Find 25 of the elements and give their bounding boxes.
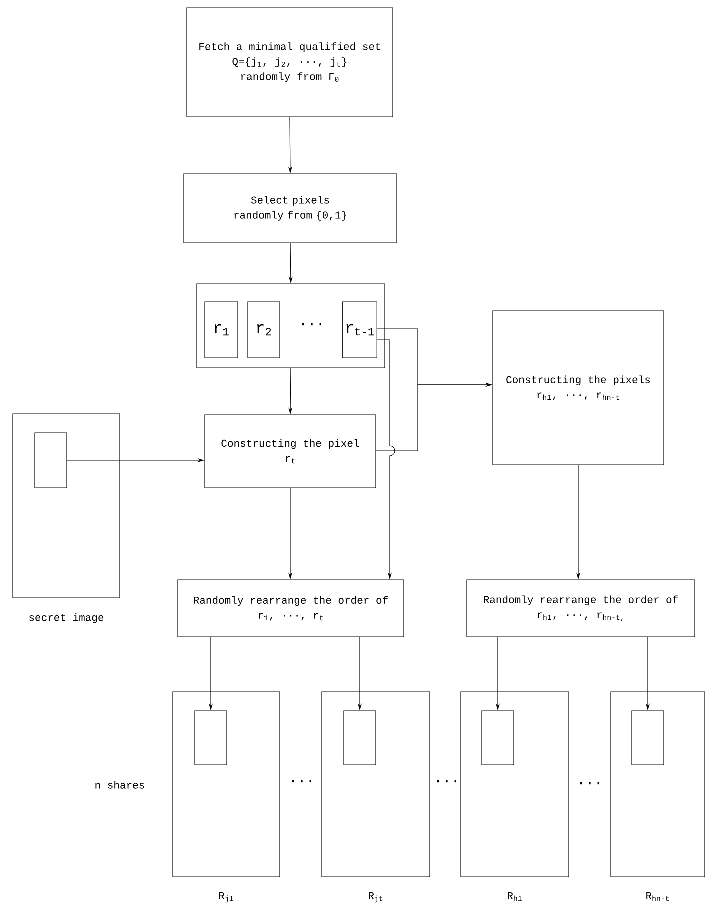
process-box: Fetch a minimal qualified set Q={j$_{1}$, j$_{2}$, ···, j$_{t}$} randomly from Γ$_{0}$ — [186, 8, 394, 118]
process-box: Constructing the pixel r$_{t}$ — [204, 414, 376, 488]
pixel-box — [344, 710, 376, 766]
node-label: R$_{hn-t}$ — [646, 892, 669, 902]
pixel-box — [194, 710, 228, 766]
ellipsis: ··· — [438, 780, 456, 783]
ellipsis: ··· — [302, 323, 322, 326]
pixel-group-box — [196, 284, 386, 368]
node-label: R$_{h1}$ — [508, 892, 522, 902]
node-label: R$_{jt}$ — [369, 892, 383, 903]
process-box: Constructing the pixels r$_{h1}$, ···, r$_{hn-t}$ — [492, 310, 664, 466]
ellipsis: ··· — [292, 780, 312, 783]
node-label: secret image — [30, 614, 104, 624]
pixel-box — [632, 710, 664, 766]
pixel-box: r$_{1}$ — [204, 302, 238, 358]
pixel-box — [482, 710, 514, 766]
pixel-box — [34, 432, 68, 488]
process-box: Randomly rearrange the order of r$_{h1}$, ···, r$_{hn-t,}$ — [466, 580, 696, 638]
process-box: Select pixels randomly from {0,1} — [184, 174, 398, 244]
ellipsis: ··· — [580, 782, 600, 785]
pixel-box: r$_{2}$ — [248, 302, 280, 358]
process-box: Randomly rearrange the order of r$_{1}$, ···, r$_{t}$ — [178, 580, 404, 638]
node-label: R$_{j1}$ — [220, 892, 234, 903]
pixel-box: r$_{t-1}$ — [342, 302, 378, 358]
side-label: n shares — [96, 781, 144, 789]
